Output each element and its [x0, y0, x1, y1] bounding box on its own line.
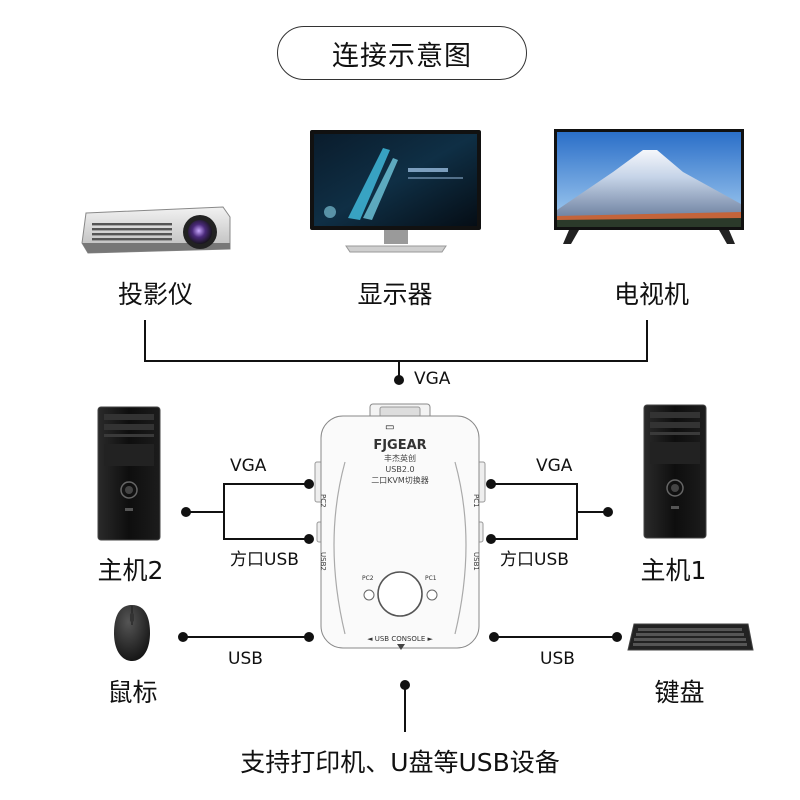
keyboard-label: 键盘 — [654, 678, 705, 707]
pc1-tower-image — [643, 404, 707, 539]
kvm-console-label: ◄ USB CONSOLE ► — [367, 635, 433, 643]
pc2-label: 主机2 — [97, 556, 164, 585]
tv-label: 电视机 — [613, 280, 689, 309]
monitor-label: 显示器 — [357, 280, 433, 309]
tv-cable — [646, 320, 648, 362]
pc2-tower-image — [97, 406, 161, 541]
kvm-port-usb2: USB2 — [319, 552, 327, 571]
pc1-usb-line — [490, 538, 578, 540]
kvm-desc: 二口KVM切换器 — [371, 476, 429, 485]
display-bus-line — [144, 360, 648, 362]
pc1-cable-dot — [603, 507, 613, 517]
kvm-port-pc1: PC1 — [472, 494, 480, 508]
pc1-usb-label: 方口USB — [500, 550, 569, 570]
mouse-image — [112, 603, 152, 663]
pc2-cable-stem — [186, 511, 224, 513]
footer-note: 支持打印机、U盘等USB设备 — [240, 748, 560, 777]
kvm-port-pc2: PC2 — [319, 494, 327, 508]
kvm-led-pc1: PC1 — [425, 575, 437, 582]
pc1-usb-dot — [486, 534, 496, 544]
kvm-led-pc2: PC2 — [362, 575, 374, 582]
tv-image — [553, 128, 745, 253]
keyboard-cable-line — [494, 636, 614, 638]
pc2-cable-split — [223, 483, 225, 539]
pc2-usb-label: 方口USB — [230, 550, 299, 570]
projector-label: 投影仪 — [117, 280, 193, 309]
page-title-text: 连接示意图 — [332, 40, 472, 72]
pc2-vga-dot — [304, 479, 314, 489]
vga-drop-line — [398, 360, 400, 376]
vga-top-label: VGA — [414, 369, 451, 389]
mouse-usb-label: USB — [228, 649, 263, 669]
pc1-cable-split — [576, 483, 578, 539]
kvm-port-usb1: USB1 — [472, 552, 480, 571]
pc1-vga-label: VGA — [536, 456, 573, 476]
pc1-vga-line — [490, 483, 578, 485]
pc1-cable-stem — [576, 511, 606, 513]
keyboard-cable-dot — [612, 632, 622, 642]
kvm-power-icon: ▭ — [385, 422, 395, 433]
pc1-label: 主机1 — [640, 556, 707, 585]
projector-image — [78, 203, 233, 258]
vga-top-dot — [394, 375, 404, 385]
page-title: 连接示意图 — [277, 26, 527, 80]
pc2-usb-line — [223, 538, 307, 540]
keyboard-usb-label: USB — [540, 649, 575, 669]
pc2-vga-line — [223, 483, 307, 485]
monitor-image — [308, 128, 483, 253]
kvm-switch: ▭ FJGEAR 丰杰英创 USB2.0 二口KVM切换器 PC2 PC1 US… — [313, 402, 487, 652]
projector-cable — [144, 320, 146, 362]
pc2-usb-dot — [304, 534, 314, 544]
kvm-brand: FJGEAR — [373, 438, 427, 453]
pc1-vga-dot — [486, 479, 496, 489]
kvm-brand-cn: 丰杰英创 — [384, 454, 416, 463]
pc2-vga-label: VGA — [230, 456, 267, 476]
mouse-kvm-dot — [304, 632, 314, 642]
console-line — [404, 684, 406, 732]
kvm-model: USB2.0 — [385, 465, 415, 474]
keyboard-image — [626, 622, 754, 652]
mouse-cable-line — [183, 636, 307, 638]
mouse-label: 鼠标 — [107, 678, 158, 707]
